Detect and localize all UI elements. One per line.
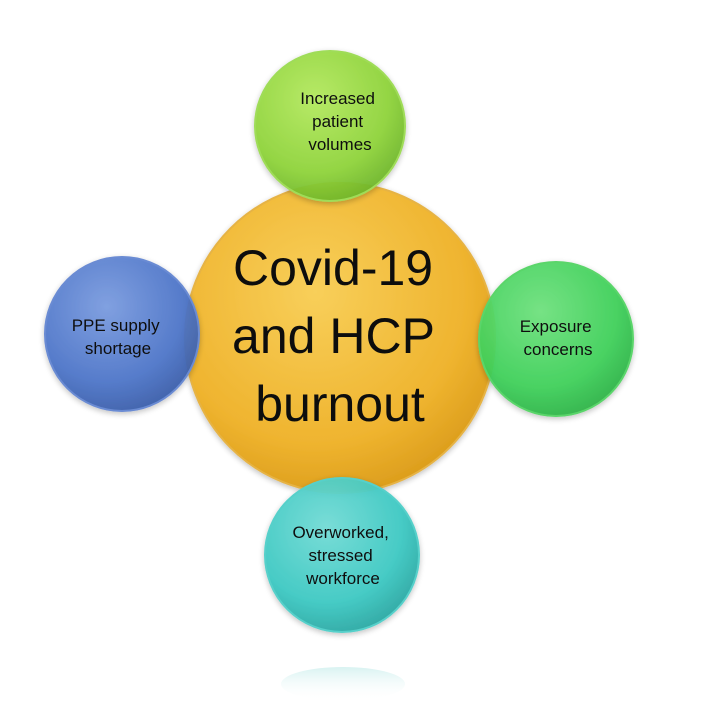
center-line-2: and HCP (232, 308, 434, 364)
node-left-line-1: PPE supply (72, 316, 160, 335)
node-bottom-label: Overworked, stressed workforce (292, 523, 393, 588)
node-top-line-1: Increased (300, 89, 375, 108)
node-top-line-3: volumes (308, 135, 371, 154)
node-right-label: Exposure concerns (520, 317, 597, 359)
node-right-circle (478, 261, 634, 417)
bottom-reflection (281, 667, 405, 701)
center-line-3: burnout (255, 376, 425, 432)
node-left-label: PPE supply shortage (72, 316, 165, 358)
node-right-line-2: concerns (524, 340, 593, 359)
node-top-circle (254, 50, 406, 202)
node-bottom: Overworked, stressed workforce (264, 477, 420, 633)
node-bottom-line-3: workforce (305, 569, 380, 588)
node-left-circle (44, 256, 200, 412)
node-left: PPE supply shortage (44, 256, 200, 412)
center-line-1: Covid-19 (233, 240, 433, 296)
node-right: Exposure concerns (478, 261, 634, 417)
node-right-line-1: Exposure (520, 317, 592, 336)
node-top: Increased patient volumes (254, 50, 406, 202)
node-left-line-2: shortage (85, 339, 151, 358)
center-label: Covid-19 and HCP burnout (232, 240, 448, 432)
node-bottom-line-1: Overworked, (292, 523, 388, 542)
node-top-label: Increased patient volumes (300, 89, 379, 154)
node-bottom-line-2: stressed (309, 546, 373, 565)
node-bottom-circle (264, 477, 420, 633)
center-node: Covid-19 and HCP burnout (184, 182, 496, 494)
node-top-line-2: patient (312, 112, 363, 131)
